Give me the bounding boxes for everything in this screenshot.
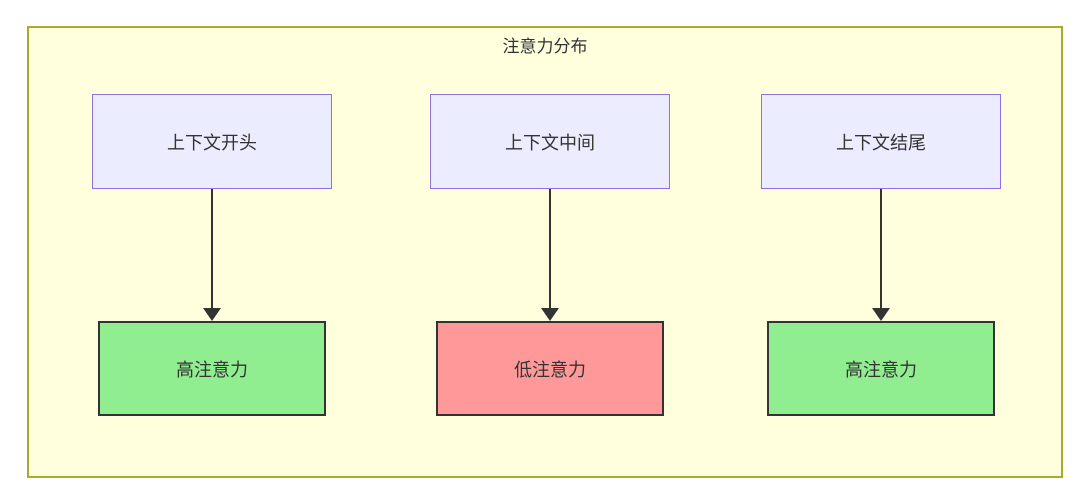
node-attention-low: 低注意力: [436, 321, 664, 416]
arrow-line: [880, 189, 882, 308]
arrow-head-icon: [541, 308, 559, 321]
node-context-end: 上下文结尾: [761, 94, 1001, 189]
arrow-line: [211, 189, 213, 308]
diagram-cluster: 注意力分布 上下文开头 高注意力 上下文中间 低注意力 上下文结尾: [27, 26, 1063, 478]
diagram-column-end: 上下文结尾 高注意力: [751, 94, 1011, 416]
arrow-connector: [872, 189, 890, 321]
node-context-middle: 上下文中间: [430, 94, 670, 189]
node-context-begin: 上下文开头: [92, 94, 332, 189]
arrow-line: [549, 189, 551, 308]
arrow-connector: [203, 189, 221, 321]
diagram-column-begin: 上下文开头 高注意力: [82, 94, 342, 416]
arrow-head-icon: [872, 308, 890, 321]
diagram-title: 注意力分布: [502, 37, 588, 56]
node-attention-high-2: 高注意力: [767, 321, 995, 416]
arrow-head-icon: [203, 308, 221, 321]
diagram-column-middle: 上下文中间 低注意力: [420, 94, 680, 416]
arrow-connector: [541, 189, 559, 321]
node-attention-high-1: 高注意力: [98, 321, 326, 416]
